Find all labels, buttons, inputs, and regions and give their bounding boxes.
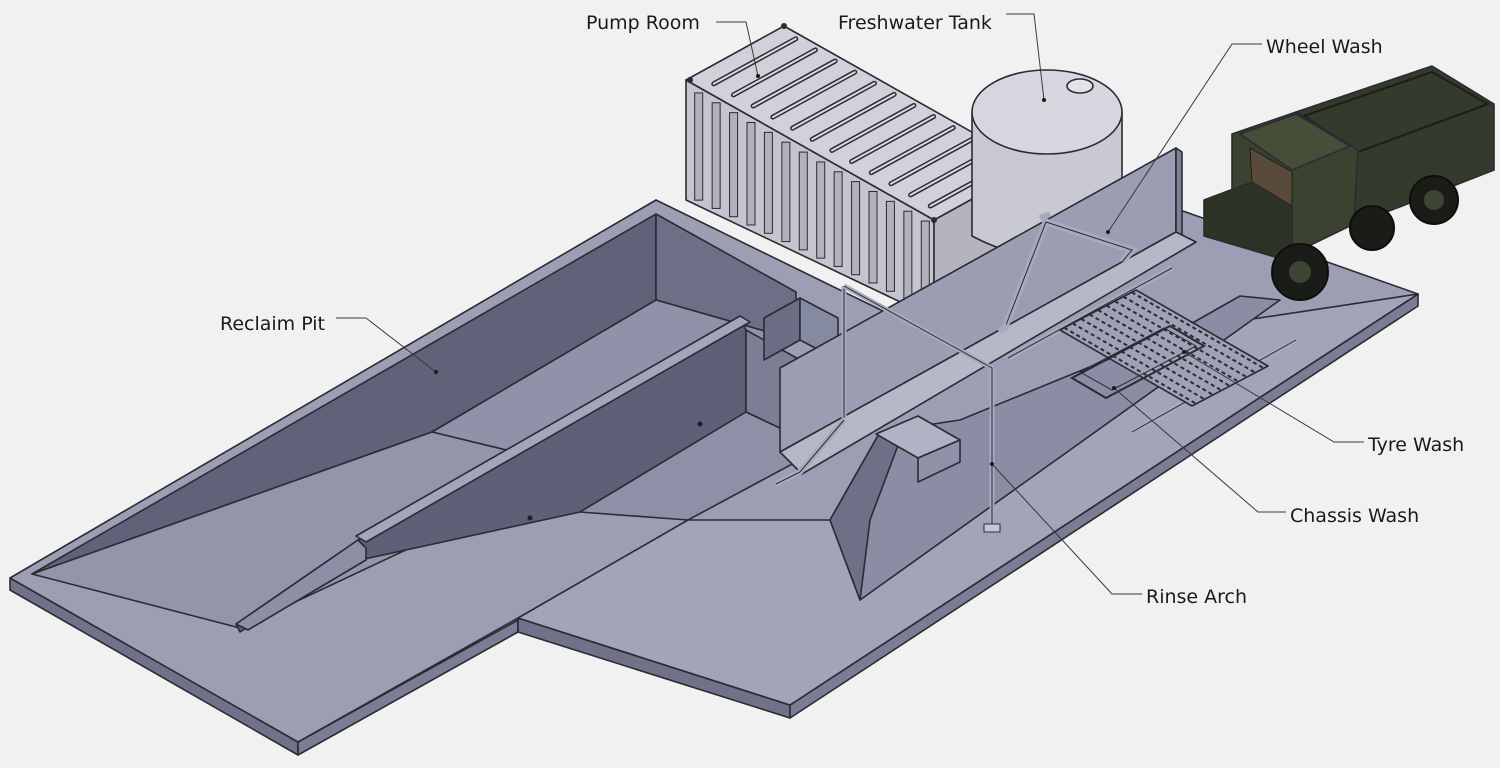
side-wall-end: [1175, 147, 1183, 237]
container-rib: [903, 210, 913, 301]
grid-bar: [1131, 291, 1265, 370]
container-rib: [885, 200, 895, 292]
truck-hood: [1203, 181, 1293, 263]
label-chassis-wash: Chassis Wash: [1290, 505, 1419, 527]
container-rib: [851, 181, 861, 276]
container-rib: [694, 92, 704, 201]
leader-freshwater-tank: [1006, 13, 1045, 101]
divider-wall-top: [355, 315, 751, 543]
truck-wheel-icon: [1349, 205, 1395, 251]
side-spray-pipe-edge: [1007, 267, 1173, 359]
roof-slat-highlight: [771, 71, 856, 119]
label-pump-room: Pump Room: [586, 12, 700, 34]
grid-bar: [1122, 295, 1256, 374]
container-rib: [729, 112, 739, 218]
rinse-arch: [774, 283, 1001, 533]
wheel-wash-pipes: [997, 211, 1138, 334]
label-freshwater-tank: Freshwater Tank: [838, 12, 992, 34]
truck: [1203, 65, 1495, 301]
container-corner-icon: [687, 77, 693, 83]
label-wheel-wash: Wheel Wash: [1266, 36, 1383, 58]
container-rib: [746, 122, 756, 226]
leader-tyre-wash: [1183, 351, 1364, 443]
grid-bar: [1072, 322, 1206, 401]
grid-bar: [1114, 300, 1248, 378]
label-rinse-arch: Rinse Arch: [1146, 586, 1247, 608]
tyre-wash-grid: [1059, 289, 1269, 407]
grid-bar: [1063, 326, 1197, 405]
leader-chassis-wash: [1113, 387, 1286, 513]
wall-base-apron: [779, 231, 1197, 475]
roof-slat-highlight: [870, 126, 955, 174]
leader-wheel-wash: [1107, 43, 1262, 233]
roof-slat-highlight: [889, 137, 974, 185]
pit-drain-dot: [697, 421, 703, 427]
roof-slat-highlight: [791, 82, 876, 130]
container-side-ribs: [694, 92, 930, 309]
container-rib: [833, 171, 843, 267]
wheel-wash-structure: [779, 147, 1298, 475]
tank-top: [971, 69, 1123, 155]
roof-slat-highlight: [811, 93, 896, 141]
container-rib: [711, 102, 721, 209]
container-rib: [868, 191, 878, 284]
labels: Pump Room Freshwater Tank Wheel Wash Rec…: [220, 12, 1464, 608]
grid-bar: [1097, 309, 1231, 387]
label-reclaim-pit: Reclaim Pit: [220, 313, 325, 335]
truck-wheel-icon: [1289, 261, 1311, 283]
grid-bar: [1089, 313, 1223, 392]
chassis-wash-frame: [1069, 324, 1207, 400]
container-rib: [781, 141, 791, 243]
leader-pump-room: [716, 21, 759, 77]
container-rib: [763, 131, 773, 234]
container-rib: [798, 151, 808, 251]
roof-slat-highlight: [752, 60, 837, 107]
leader-lines: [336, 13, 1364, 595]
grid-bar: [1080, 318, 1214, 396]
tank-hatch: [1066, 78, 1094, 94]
roof-slat-highlight: [850, 115, 935, 163]
container-corner-icon: [781, 23, 787, 29]
container-corner-icon: [931, 217, 937, 223]
ramp-block-side: [917, 439, 961, 483]
truck-wheel-icon: [1424, 190, 1444, 210]
leader-rinse-arch: [991, 463, 1142, 595]
pit-drain-dot-2: [527, 515, 533, 521]
roof-slat-highlight: [830, 104, 915, 152]
label-tyre-wash: Tyre Wash: [1367, 434, 1464, 456]
roof-slat-highlight: [732, 48, 817, 96]
container-rib: [816, 161, 826, 259]
grid-bar: [1105, 304, 1239, 383]
leader-reclaim-pit: [336, 317, 437, 373]
divider-front-ramp: [235, 539, 367, 631]
truck-cab-roof: [1239, 113, 1351, 171]
